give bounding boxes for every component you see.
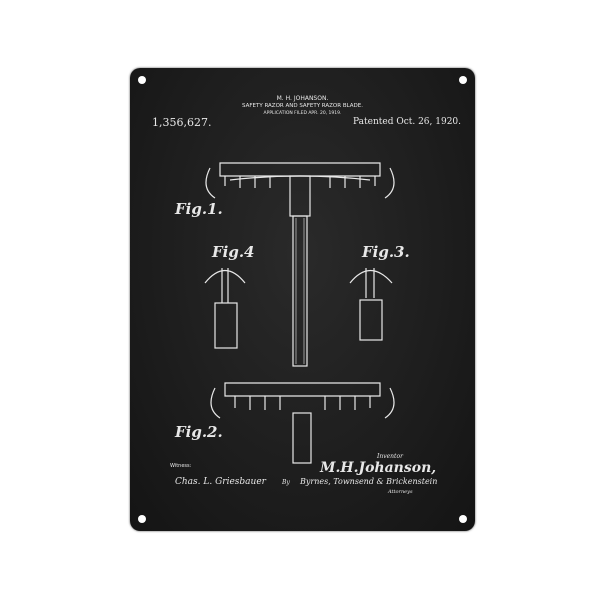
mounting-hole bbox=[459, 515, 467, 523]
inventor-label: Inventor bbox=[377, 453, 403, 460]
attorney-signature: Byrnes, Townsend & Brickenstein bbox=[300, 477, 438, 486]
fig1-label: Fig.1. bbox=[175, 200, 223, 218]
metal-sign: M. H. JOHANSON. SAFETY RAZOR AND SAFETY … bbox=[130, 68, 475, 531]
fig4-label: Fig.4 bbox=[212, 243, 255, 261]
fig3-detail bbox=[349, 268, 393, 341]
attorneys-label: Attorneys bbox=[388, 489, 413, 495]
witness-label: Witness: bbox=[170, 463, 192, 469]
witness-signature: Chas. L. Griesbauer bbox=[175, 477, 266, 487]
by-label: By bbox=[282, 479, 290, 486]
inventor-name: M.H.Johanson, bbox=[320, 460, 437, 476]
fig1-razor-head bbox=[205, 162, 395, 199]
fig4-detail bbox=[204, 268, 246, 349]
razor-handle bbox=[289, 175, 311, 367]
patent-number: 1,356,627. bbox=[152, 116, 212, 129]
inventor-header: M. H. JOHANSON. bbox=[276, 95, 329, 102]
patented-date: Patented Oct. 26, 1920. bbox=[353, 117, 462, 127]
patent-title: SAFETY RAZOR AND SAFETY RAZOR BLADE. bbox=[241, 103, 364, 109]
mounting-hole bbox=[138, 515, 146, 523]
fig2-label: Fig.2. bbox=[175, 423, 223, 441]
fig3-label: Fig.3. bbox=[362, 243, 410, 261]
mounting-hole bbox=[459, 76, 467, 84]
mounting-hole bbox=[138, 76, 146, 84]
filed-date: APPLICATION FILED APR. 20, 1919. bbox=[263, 111, 342, 116]
patent-drawing bbox=[204, 162, 395, 464]
fig2-razor-head bbox=[210, 382, 395, 464]
